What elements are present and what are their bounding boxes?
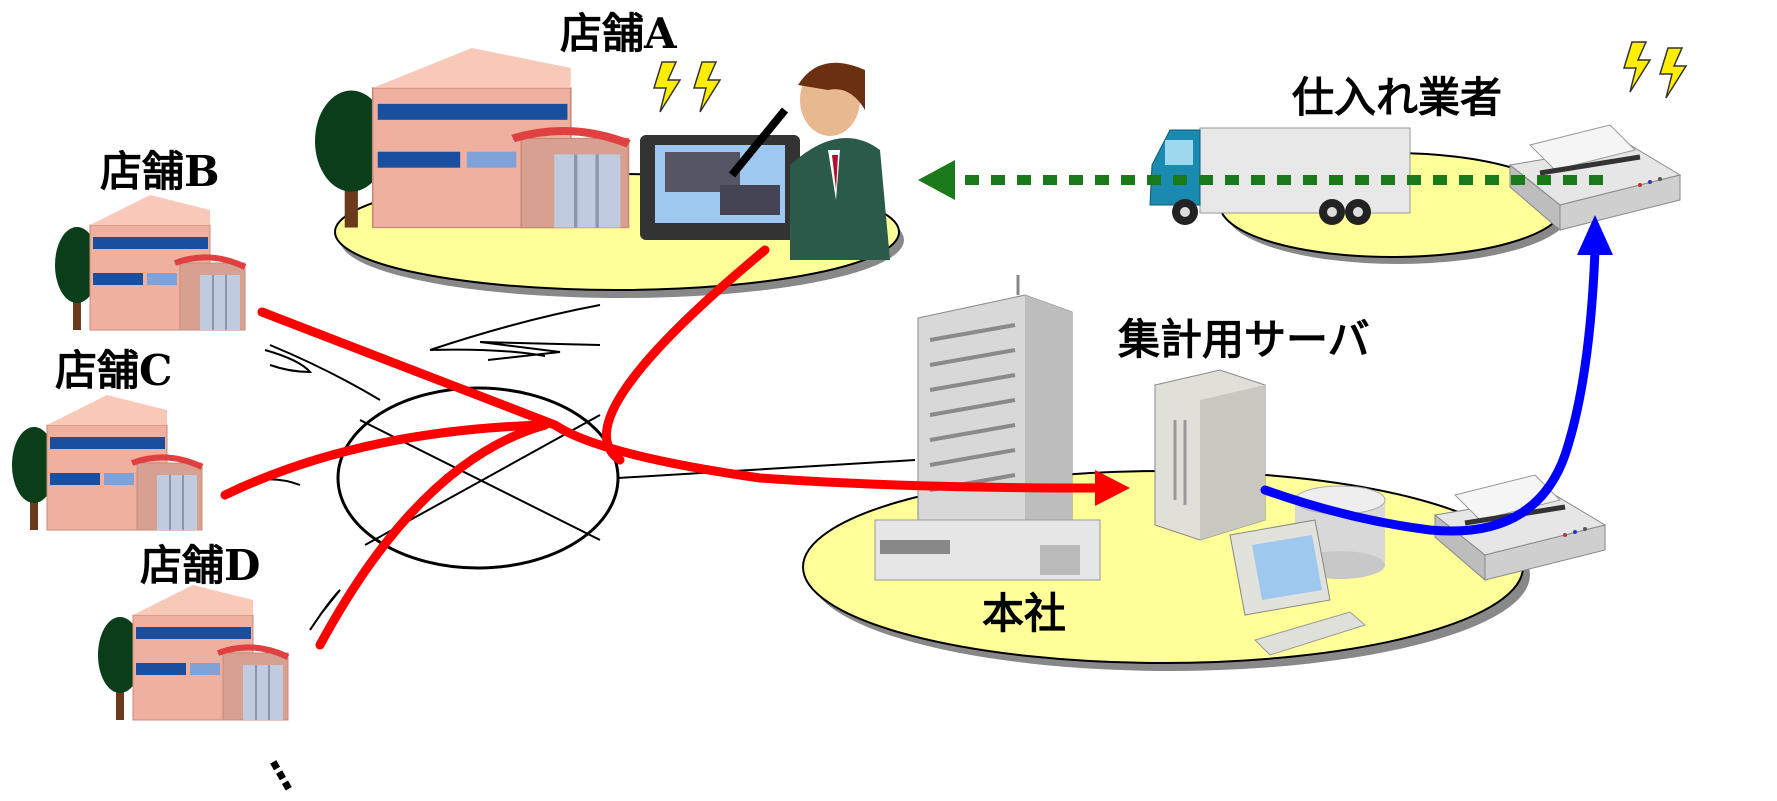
fax-flow-line bbox=[1260, 245, 1600, 536]
store-a-label: 店舗A bbox=[560, 9, 678, 58]
pc-icon bbox=[1229, 519, 1367, 656]
order-arrowhead bbox=[1095, 470, 1130, 506]
tablet-icon bbox=[640, 107, 800, 240]
headquarters-label: 本社 bbox=[982, 589, 1066, 638]
store-c-label: 店舗C bbox=[55, 346, 172, 395]
lightning-icon-3 bbox=[1623, 41, 1651, 93]
server-icon bbox=[1154, 369, 1266, 541]
more-stores-ellipsis: ⋮ bbox=[253, 746, 311, 801]
store-b-icon bbox=[55, 195, 245, 330]
order-flow-lines bbox=[220, 245, 1100, 650]
store-d-icon bbox=[98, 585, 288, 720]
store-a-building-icon bbox=[315, 48, 629, 228]
supplier-label: 仕入れ業者 bbox=[1292, 73, 1502, 122]
lightning-icon-2 bbox=[693, 61, 721, 113]
lightning-icon bbox=[653, 61, 681, 113]
office-tower-icon bbox=[874, 275, 1101, 581]
lightning-icon-4 bbox=[1659, 47, 1687, 99]
truck-icon bbox=[1149, 127, 1411, 225]
businessman-icon bbox=[790, 62, 890, 260]
store-b-label: 店舗B bbox=[100, 147, 220, 196]
server-label: 集計用サーバ bbox=[1117, 315, 1370, 364]
store-c-icon bbox=[12, 395, 202, 530]
delivery-arrowhead bbox=[918, 160, 955, 200]
fax-arrowhead bbox=[1577, 215, 1613, 255]
store-d-label: 店舗D bbox=[140, 541, 260, 590]
